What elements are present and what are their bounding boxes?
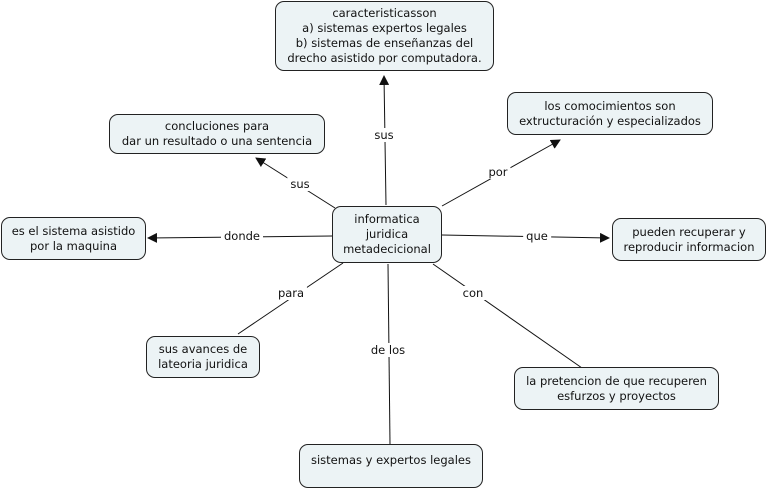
central-concept-node[interactable]: informatica juridica metadecicional [332, 206, 442, 263]
node-text: drecho asistido por computadora. [287, 51, 482, 65]
node-text: caracteristicasson [332, 6, 437, 20]
node-text: extructuración y especializados [519, 113, 701, 128]
link-label-left: donde [221, 229, 263, 243]
concept-node-pretension[interactable]: la pretencion de que recuperen esfurzos … [514, 367, 719, 410]
node-text: concluciones para [164, 119, 270, 133]
link-label-top-left: sus [287, 177, 313, 191]
node-text: informatica [354, 212, 420, 226]
link-label-bottom-left: para [274, 286, 308, 300]
node-text: a) sistemas expertos legales [302, 21, 467, 35]
node-text: sus avances de [158, 342, 248, 356]
node-text: juridica [365, 227, 409, 241]
link-label-right: que [523, 229, 551, 243]
node-text: lateoria juridica [158, 357, 248, 371]
concept-node-conclusions[interactable]: concluciones para dar un resultado o una… [109, 114, 325, 154]
link-label-bottom-right: con [459, 286, 487, 300]
node-text: los comocimientos son [544, 98, 676, 113]
node-text: metadecicional [343, 242, 431, 256]
concept-node-recover-info[interactable]: pueden recuperar y reproducir informacio… [612, 218, 766, 261]
node-text: la pretencion de que recuperen [526, 373, 707, 388]
node-text: pueden recuperar y [632, 224, 746, 239]
link-label-top: sus [371, 128, 397, 142]
link-label-bottom: de los [367, 343, 409, 357]
concept-node-knowledge[interactable]: los comocimientos son extructuración y e… [507, 92, 713, 135]
concept-node-assisted-system[interactable]: es el sistema asistido por la maquina [1, 217, 146, 260]
node-text: b) sistemas de enseñanzas del [295, 36, 474, 50]
node-text: dar un resultado o una sentencia [121, 134, 313, 148]
concept-node-characteristics[interactable]: caracteristicasson a) sistemas expertos … [275, 1, 494, 71]
concept-node-expert-systems[interactable]: sistemas y expertos legales [299, 444, 483, 488]
node-text: esfurzos y proyectos [557, 388, 676, 403]
link-label-top-right: por [485, 165, 511, 179]
node-text: reproducir informacion [623, 239, 755, 254]
node-text: por la maquina [30, 238, 117, 253]
concept-node-advances[interactable]: sus avances de lateoria juridica [146, 336, 260, 378]
node-text: es el sistema asistido [11, 223, 136, 238]
link-line-bottom-right [432, 263, 583, 369]
node-text: sistemas y expertos legales [311, 453, 471, 467]
